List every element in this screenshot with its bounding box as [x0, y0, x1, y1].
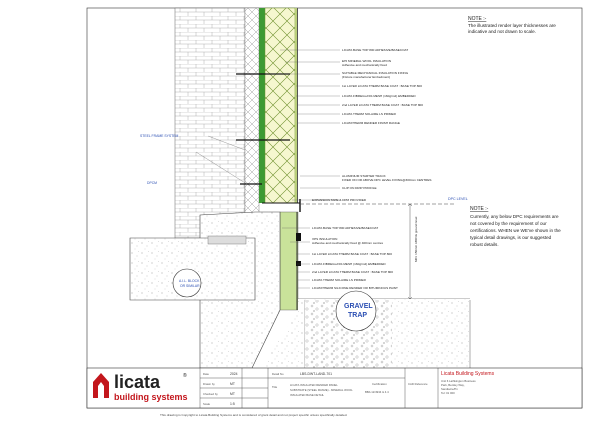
top-note-line-2: indicative and not drawn to scale.: [468, 29, 536, 34]
label-lower-b: XPS INSULATION: [312, 237, 337, 241]
label-lower-b: 1st LAYER LICATA THERM BASE COAT : BASE …: [312, 252, 392, 256]
label-lower-b: LICATA BASE TOP 800 ADHESIVE/BASECOAT: [312, 226, 378, 230]
checked-value: MT: [230, 392, 235, 396]
inner-wall: [174, 7, 260, 239]
label-upper: LICATA THERM SOLAIRE LS PRIMER: [342, 112, 397, 116]
cad-reference-label: CAD Reference: [408, 382, 428, 386]
drawn-label: Drawn by: [203, 382, 215, 386]
right-note-line-1: Currently, any below DPC requirements ar…: [470, 214, 559, 219]
copyright-footer: This drawing is Copyright to Licata Buil…: [160, 413, 347, 417]
block-label-1: A.I.L. BLOCK: [179, 279, 200, 283]
label-upper: EHI MINERAL WOOL INSULATION: [342, 59, 391, 63]
title-label: Title: [272, 385, 278, 389]
label-lower-b: 2nd LAYER LICATA THERM BASE COAT : BASE …: [312, 270, 393, 274]
label-lower-a: ALUMINIUM STARTER TRACK: [342, 174, 387, 178]
dpc-dimension: [407, 203, 413, 300]
label-lower-b: LICATA THERM SOLAIRE LS PRIMER: [312, 278, 367, 282]
certification-value: BBA 12/4934 & 4.4: [365, 390, 389, 394]
drawn-value: MT: [230, 382, 235, 386]
mineral-wool-insulation: [264, 7, 296, 204]
detail-value: LBS-DWT-LAND-701: [300, 372, 332, 376]
ground: [258, 290, 471, 372]
label-lower-b: LICATA FIBREGLASS MESH (160g/m2) EMBEDDE…: [312, 262, 386, 266]
gravel-label-1: GRAVEL: [344, 303, 373, 310]
scale-label: Scale: [203, 402, 210, 406]
label-upper: SUITABLE MECHANICAL INSULATION FIXING: [342, 71, 409, 75]
steel-frame-label: STEEL FRAME SYSTEM: [140, 134, 178, 138]
label-upper: (Fixture manufacturer Embedment): [342, 75, 390, 79]
title-line-1: LICATA INSULATED RENDER PANEL: [290, 383, 338, 387]
label-lower-a: CLIP ON DRIP PROFILE: [342, 186, 377, 190]
leaders-upper: [195, 49, 340, 201]
address-line-3: Sandiacre/Pn: [441, 387, 458, 391]
checked-label: Checked by: [203, 392, 218, 396]
title-line-3: INSULATED BASE DETAIL: [290, 393, 325, 397]
label-upper: LICATA FIBREGLASS MESH (160g/m2) EMBEDDE…: [342, 94, 416, 98]
company-name: Licata Building Systems: [441, 371, 495, 377]
label-upper: Adhesive and mechanically fixed: [342, 63, 387, 67]
licata-logo: licata ® building systems: [93, 372, 188, 402]
label-lower-a: FIXED ON OR ABOVE DPC LEVEL FIXING@300mm…: [342, 178, 432, 182]
date-value: 2024: [230, 372, 238, 376]
right-note-heading: NOTE :-: [470, 206, 489, 212]
right-note-line-2: not covered by the requirement of our: [470, 221, 547, 226]
logo-reg: ®: [183, 372, 187, 379]
label-lower-b: Adhesive and mechanically fixed @ 400mm …: [312, 241, 384, 245]
logo-word: licata: [114, 372, 161, 392]
right-note-line-5: robust details.: [470, 242, 499, 247]
dpcm-label: DPCM: [147, 181, 157, 185]
block-label-2: OR SIMILAR: [180, 284, 200, 288]
right-note-line-3: certifications. WHEN we WE've shown in t…: [470, 228, 561, 233]
certification-label: Certification: [372, 382, 387, 386]
date-label: Date: [203, 372, 209, 376]
label-upper: 1st LAYER LICATA THERM BASE COAT : BASE …: [342, 84, 422, 88]
foundation: [129, 211, 281, 369]
label-lower-b: EXPANSION TAPE & DPM PROVIDED: [312, 198, 367, 202]
sheathing-board: [259, 8, 265, 203]
label-upper: 2nd LAYER LICATA THERM BASE COAT : BASE …: [342, 103, 423, 107]
render-layers: [295, 8, 297, 203]
detail-label: Detail No: [272, 372, 284, 376]
label-upper: LICATATHERM RENDER FINISH RANGE: [342, 121, 400, 125]
leaders-lower: [282, 227, 310, 289]
label-upper: LICATA BASE TOP 800 ADHESIVE/BASECOAT: [342, 48, 408, 52]
dimension-label: MIN. 150mm ABOVE ground level: [414, 216, 418, 262]
address-line-4: Tel: 01 000: [441, 391, 455, 395]
logo-sub: building systems: [114, 392, 188, 402]
xps-insulation: [279, 211, 299, 311]
address-line-2: Park, Bentley Way,: [441, 383, 465, 387]
label-lower-b: LICATATHERM SILICONE RENDER OR BITUMINOU…: [312, 286, 398, 290]
title-line-2: SUBSTRATE (STEEL FRAME) - MINERAL WOOL: [290, 388, 353, 392]
scale-value: 1:5: [230, 402, 235, 406]
address-line-1: Unit 6 Lathkington Business: [441, 379, 476, 383]
right-note-line-4: typical detail drawings, is our suggeste…: [470, 235, 552, 240]
gravel-label-2: TRAP: [348, 312, 367, 319]
top-note-line-1: The illustrated render layer thicknesses…: [468, 23, 556, 28]
dpc-level-label: DPC LEVEL: [448, 197, 468, 201]
starter-track: [262, 202, 301, 208]
title-block: [86, 367, 583, 409]
top-note-heading: NOTE :-: [468, 16, 487, 22]
